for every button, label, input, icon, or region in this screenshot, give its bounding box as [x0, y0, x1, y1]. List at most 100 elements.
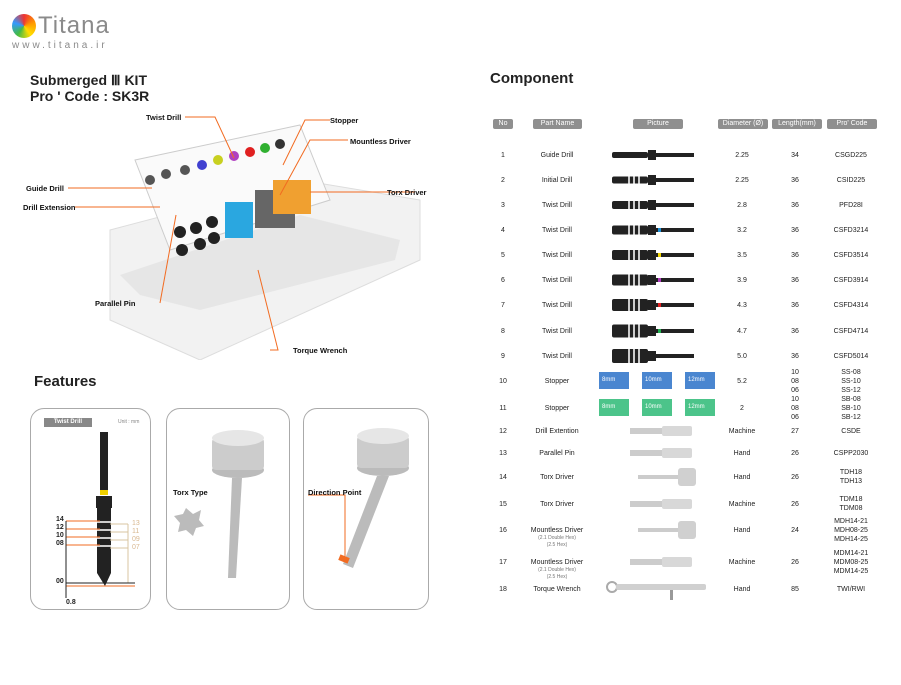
- row-diameter: Machine: [728, 559, 756, 566]
- unit-label: Unit : mm: [118, 419, 140, 425]
- drill-badge: Twist Drill: [44, 418, 92, 427]
- row-part-name: Twist Drill: [542, 227, 572, 234]
- row-code: CSFD3214: [833, 227, 869, 234]
- row-number: 6: [501, 277, 505, 284]
- callout-torx-driver: Torx Driver: [387, 188, 427, 197]
- row-code: CSFD3514: [833, 252, 869, 259]
- row-diameter: 2.8: [737, 202, 747, 209]
- callout-twist-drill: Twist Drill: [146, 113, 182, 122]
- row-part-name: Mountless Driver: [530, 527, 584, 534]
- row-code: TDM18 TDM08: [839, 496, 863, 512]
- row-code: CSDE: [841, 428, 861, 435]
- row-diameter: 3.2: [737, 227, 747, 234]
- logo-icon: [12, 14, 36, 38]
- row-number: 17: [499, 559, 507, 566]
- row-part-name: Twist Drill: [542, 328, 572, 335]
- row-length: 27: [791, 428, 799, 435]
- row-part-name: Twist Drill: [542, 302, 572, 309]
- tip-length: 0.8: [66, 599, 76, 606]
- row-code: TDH18 TDH13: [839, 469, 863, 485]
- row-code: SS-08 SS-10 SS-12: [841, 368, 861, 394]
- stopper-image: 8mm: [599, 399, 629, 416]
- stopper-image: 12mm: [685, 399, 715, 416]
- callout-mountless-driver: Mountless Driver: [350, 137, 411, 146]
- row-length: 34: [791, 152, 799, 159]
- row-length: 24: [791, 527, 799, 534]
- row-diameter: 5.2: [737, 378, 747, 385]
- callout-drill-extension: Drill Extension: [23, 203, 76, 212]
- row-diameter: 3.5: [737, 252, 747, 259]
- row-diameter: 5.0: [737, 353, 747, 360]
- row-diameter: 4.7: [737, 328, 747, 335]
- row-number: 18: [499, 586, 507, 593]
- callout-torque-wrench: Torque Wrench: [293, 346, 348, 355]
- stopper-image: 10mm: [642, 372, 672, 389]
- drill-image: [612, 324, 694, 338]
- drill-image: [612, 175, 694, 185]
- depth-mark-zero: 00: [56, 578, 64, 585]
- kit-illustration: [68, 116, 421, 360]
- twist-drill-diagram: [65, 432, 135, 598]
- row-number: 8: [501, 328, 505, 335]
- hand-image: [638, 468, 696, 486]
- row-diameter: Hand: [733, 586, 751, 593]
- row-length: 36: [791, 252, 799, 259]
- drill-image: [612, 150, 694, 160]
- tool-image: [630, 448, 692, 458]
- row-diameter: 2.25: [735, 177, 749, 184]
- drill-image: [612, 250, 694, 260]
- row-number: 7: [501, 302, 505, 309]
- callout-parallel-pin: Parallel Pin: [95, 299, 136, 308]
- tool-image: [630, 557, 692, 567]
- hand-image: [638, 521, 696, 539]
- row-diameter: 2: [740, 405, 744, 412]
- header-code: Pro' Code: [827, 119, 877, 129]
- row-diameter: Machine: [728, 428, 756, 435]
- row-part-note: (2.5 Hex): [546, 542, 568, 548]
- row-number: 9: [501, 353, 505, 360]
- row-length: 26: [791, 501, 799, 508]
- row-length: 85: [791, 586, 799, 593]
- drill-image: [612, 349, 694, 363]
- row-part-name: Stopper: [544, 405, 570, 412]
- row-part-note: (2.1 Double Hex): [538, 567, 576, 573]
- row-code: CSFD4714: [833, 328, 869, 335]
- direction-point-label: Direction Point: [308, 488, 362, 497]
- row-part-name: Twist Drill: [542, 353, 572, 360]
- row-part-name: Torx Driver: [540, 474, 574, 481]
- row-length: 36: [791, 177, 799, 184]
- row-part-name: Drill Extention: [535, 428, 579, 435]
- component-title: Component: [490, 70, 574, 87]
- brand-url: www.titana.ir: [12, 40, 108, 51]
- tool-image: [630, 499, 692, 509]
- row-number: 5: [501, 252, 505, 259]
- row-part-note: (2.1 Double Hex): [538, 535, 576, 541]
- row-length: 36: [791, 353, 799, 360]
- row-number: 3: [501, 202, 505, 209]
- torque-wrench-image: [606, 581, 706, 600]
- tool-image: [630, 426, 692, 436]
- row-part-name: Guide Drill: [540, 152, 574, 159]
- row-diameter: Hand: [733, 527, 751, 534]
- row-length: 36: [791, 227, 799, 234]
- header-diameter: Diameter (Ø): [718, 119, 768, 129]
- row-code: MDM14-21 MDM08-25 MDM14-25: [833, 549, 869, 575]
- row-number: 11: [499, 405, 507, 412]
- row-number: 15: [499, 501, 507, 508]
- drill-image: [612, 299, 694, 311]
- drill-image: [612, 225, 694, 235]
- row-part-name: Twist Drill: [542, 202, 572, 209]
- row-number: 16: [499, 527, 507, 534]
- row-code: CSFD5014: [833, 353, 869, 360]
- stopper-image: 8mm: [599, 372, 629, 389]
- row-length: 36: [791, 302, 799, 309]
- row-diameter: Hand: [733, 474, 751, 481]
- row-length: 36: [791, 328, 799, 335]
- row-part-name: Twist Drill: [542, 252, 572, 259]
- stopper-image: 10mm: [642, 399, 672, 416]
- row-diameter: 2.25: [735, 152, 749, 159]
- row-number: 12: [499, 428, 507, 435]
- row-code: CSGD225: [835, 152, 867, 159]
